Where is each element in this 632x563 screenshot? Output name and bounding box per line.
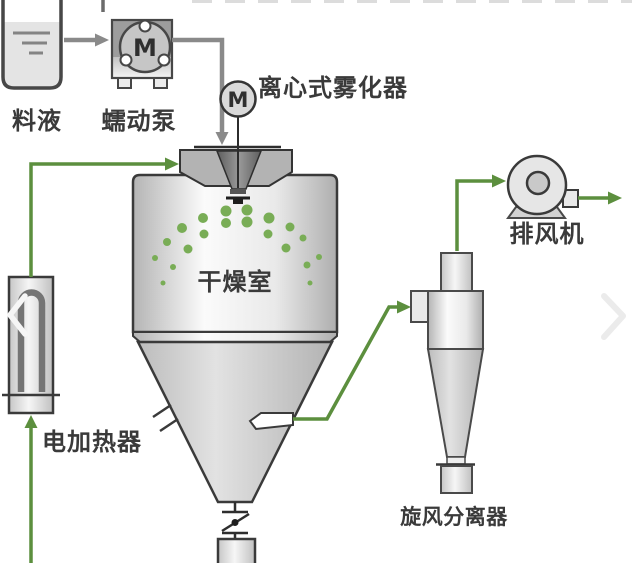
spray-dot [160,280,166,286]
spray-dot [285,222,295,232]
pump-motor-letter: M [133,34,157,62]
drying-chamber-label: 干燥室 [198,268,273,296]
atomizer-motor-letter: M [228,88,249,112]
feed-to-pump-arrow [64,33,109,47]
cyclone-body [427,290,484,350]
spray-dot [263,229,273,239]
fan-hub [525,170,551,196]
spray-dot [241,204,253,216]
heater-inlet-arrow [24,415,38,563]
cyclone-separator [410,252,485,494]
spray-dot [241,216,253,228]
spray-dot [199,229,209,239]
arrowhead-up [24,415,38,428]
cyclone-collection-cup [440,465,473,494]
peristaltic-pump-label: 蠕动泵 [102,107,177,135]
arrowhead-right [608,191,622,205]
chamber-to-cyclone-arrow [293,300,411,421]
spray-dot [316,254,322,260]
spray-dot [281,243,291,253]
heater-to-chamber-arrow [29,157,179,277]
electric-heater-label: 电加热器 [42,428,142,456]
cone-fitting [152,403,179,433]
atomizer-nozzle [226,189,250,204]
discharge-valve [221,502,250,540]
arrowhead-right [492,174,506,188]
arrowhead-right [95,33,109,47]
pump-foot [153,77,168,89]
spray-dot [299,234,307,242]
arrowhead-down [215,132,229,145]
spray-dot [220,205,232,217]
feed-tank [1,0,63,90]
pump-roller [157,53,171,67]
cyclone-to-fan-arrow [455,174,506,251]
spray-dot [198,213,208,223]
arrowhead-right [165,157,179,171]
peristaltic-pump: M [110,18,174,89]
exhaust-fan-label: 排风机 [510,220,585,248]
spray-dot [152,255,158,261]
top-crop-artifact [101,0,632,12]
fan-outlet-arrow [578,191,622,205]
cyclone-inlet [410,290,429,323]
pump-to-atomizer-pipe [172,37,229,145]
spray-dot [221,218,231,228]
spray-dot [177,223,187,233]
spray-dot [307,280,313,286]
cyclone-separator-label: 旋风分离器 [399,505,508,529]
electric-heater [2,275,60,415]
drying-chamber [131,173,339,504]
pump-roller [119,53,133,67]
collection-bottle [216,537,257,563]
chamber-cone [135,340,335,504]
centrifugal-atomizer-label: 离心式雾化器 [258,74,408,102]
pump-foot [117,77,132,89]
chamber-rim [132,331,338,343]
arrowhead-right [397,300,411,314]
cone-outlet-pipe [248,412,294,431]
chamber-lid [179,145,293,204]
exhaust-fan [506,154,579,219]
spray-dot [263,212,275,224]
feed-liquid-label: 料液 [12,107,62,135]
spray-dots [152,204,322,286]
cyclone-neck [446,456,466,465]
carousel-prev-icon[interactable] [7,293,28,337]
spray-dot [163,238,171,246]
spray-dot [170,264,176,270]
spray-dot [303,261,311,269]
spray-dot [183,244,193,254]
cyclone-cone [426,348,485,458]
pump-roller [138,19,152,33]
cyclone-outlet-pipe [440,252,473,293]
feed-tank-outline [1,0,63,90]
carousel-next-icon[interactable] [601,293,626,340]
liquid-level-lines [13,31,50,55]
chamber-cylinder [131,173,339,334]
